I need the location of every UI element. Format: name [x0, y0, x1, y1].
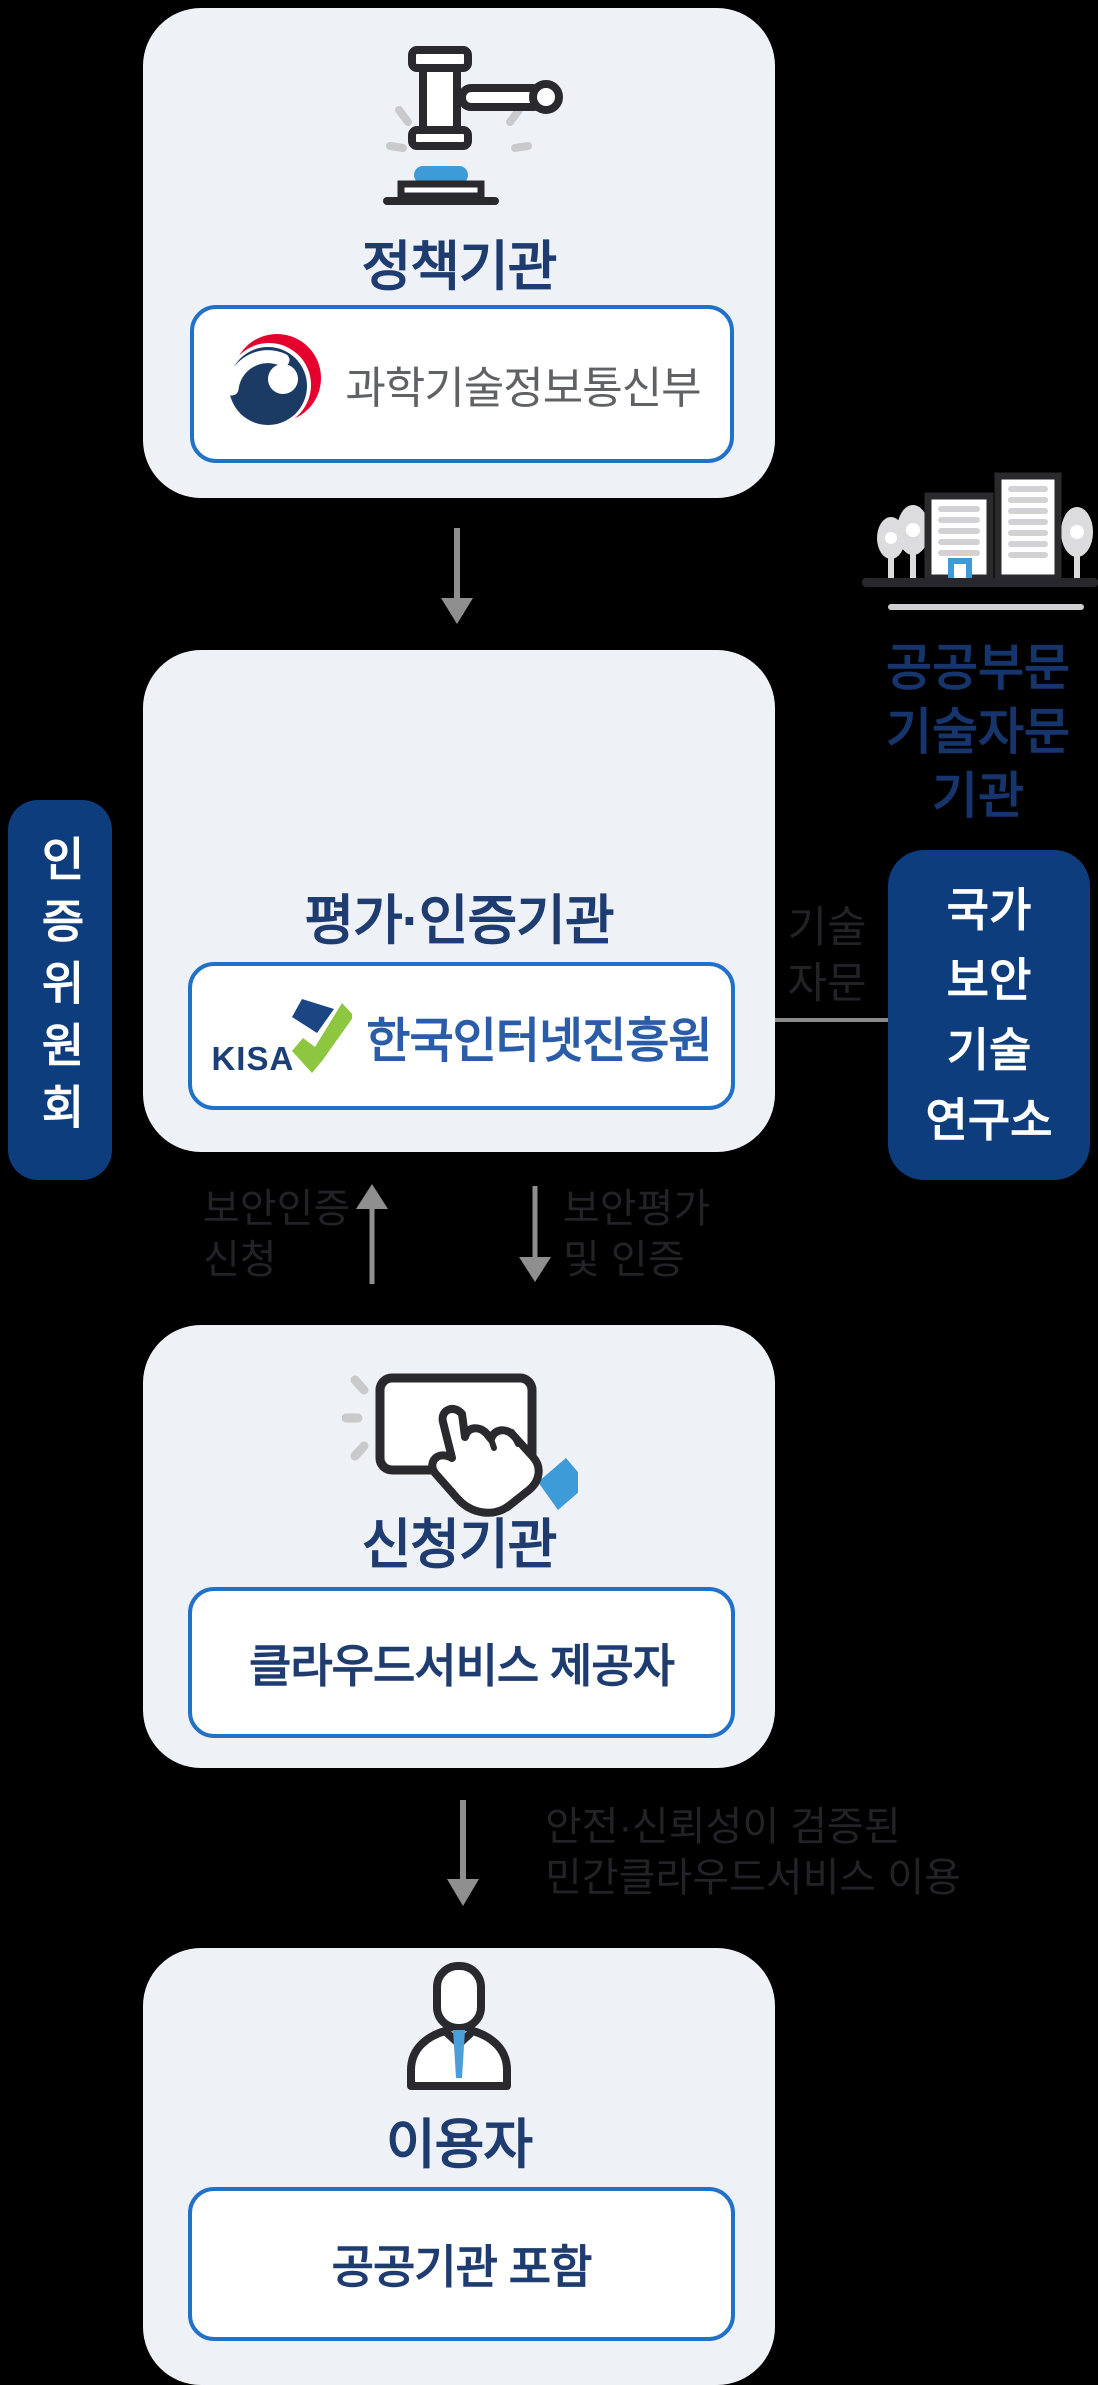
advisor-connector-line: [775, 1018, 888, 1022]
ministry-badge: 과학기술정보통신부: [190, 305, 734, 463]
certify-flow-label: 보안평가 및 인증: [563, 1187, 711, 1282]
gavel-icon: [383, 46, 563, 205]
ministry-name: 과학기술정보통신부: [345, 364, 701, 413]
arrow-down-certify-icon: [519, 1186, 551, 1282]
arrow-up-apply-icon: [356, 1184, 388, 1284]
public-org-badge: 공공기관 포함: [188, 2187, 735, 2341]
kisa-logo-icon: [292, 999, 353, 1073]
person-icon: [407, 1962, 511, 2090]
kisa-abbr: KISA: [211, 1040, 295, 1077]
korea-gov-emblem-icon: [225, 334, 322, 427]
tech-advice-label: 기술 자문: [787, 904, 867, 1008]
buildings-icon: [862, 472, 1098, 587]
apply-flow-label: 보안인증 신청: [203, 1187, 351, 1282]
arrow-down-use-icon: [447, 1800, 479, 1906]
applicant-title: 신청기관: [361, 1515, 558, 1575]
public-org-name: 공공기관 포함: [331, 2241, 593, 2293]
use-flow-label: 안전·신뢰성이 검증된 민간클라우드서비스 이용: [545, 1805, 961, 1900]
user-title: 이용자: [385, 2115, 533, 2175]
committee-box: 인증위원회: [8, 800, 112, 1180]
advisor-divider: [888, 604, 1084, 610]
csp-name: 클라우드서비스 제공자: [249, 1639, 675, 1692]
certifier-title: 평가·인증기관: [304, 891, 614, 951]
nsri-box: 국가 보안 기술 연구소: [888, 850, 1090, 1180]
kisa-badge: KISA 한국인터넷진흥원: [188, 962, 735, 1110]
kisa-name: 한국인터넷진흥원: [366, 1015, 712, 1068]
arrow-down-policy-icon: [441, 528, 473, 624]
policy-title: 정책기관: [361, 237, 558, 297]
advisor-heading: 공공부문 기술자문 기관: [886, 640, 1070, 824]
click-card-icon: [342, 1373, 578, 1517]
csp-badge: 클라우드서비스 제공자: [188, 1587, 735, 1738]
